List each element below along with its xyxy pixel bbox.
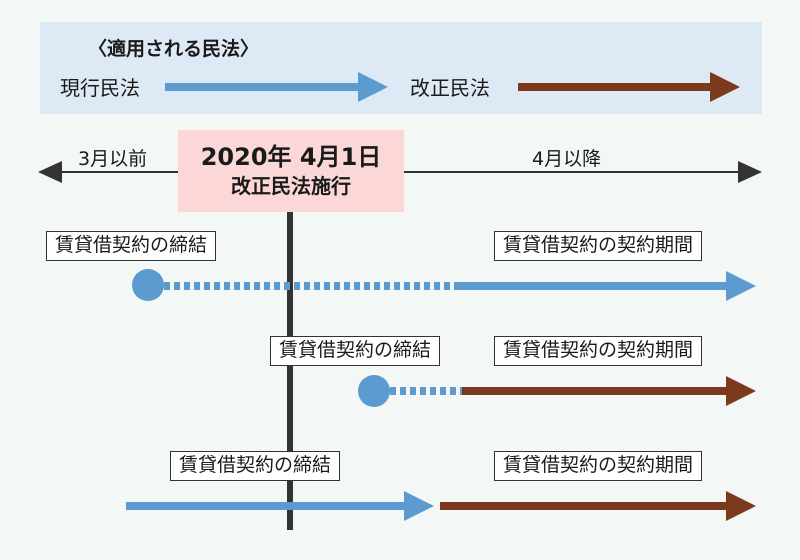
row1-signing-dot [132,269,164,301]
timeline-left-arrowhead [38,161,62,183]
legend-current-law-arrow-head [358,72,388,102]
after-label: 4月以降 [532,148,602,170]
legend-current-law-label: 現行民法 [60,76,140,100]
legend-revised-law-label: 改正民法 [410,76,490,100]
before-label: 3月以前 [78,148,148,170]
legend-panel [40,22,762,114]
row3-period-label: 賃貸借契約の契約期間 [494,451,703,481]
row3-signing-label: 賃貸借契約の締結 [170,451,341,481]
enforcement-event: 改正民法施行 [231,174,351,198]
row1-period-arrow-head [726,271,756,301]
row2-signing-label: 賃貸借契約の締結 [270,336,441,366]
row3-revised-law-arrow-head [726,491,756,521]
row1-signing-label: 賃貸借契約の締結 [46,231,217,261]
row3-current-law-arrow-head [404,491,434,521]
row2-period-label: 賃貸借契約の契約期間 [494,336,703,366]
legend-heading: 〈適用される民法〉 [88,38,260,60]
row2-period-arrow-head [726,376,756,406]
row2-signing-dot [358,375,390,407]
legend-revised-law-arrow-head [710,72,740,102]
enforcement-date: 2020年 4月1日 [200,143,382,171]
enforcement-date-box: 2020年 4月1日 改正民法施行 [178,130,404,212]
row1-period-label: 賃貸借契約の契約期間 [494,231,703,261]
timeline-right-arrowhead [738,161,762,183]
